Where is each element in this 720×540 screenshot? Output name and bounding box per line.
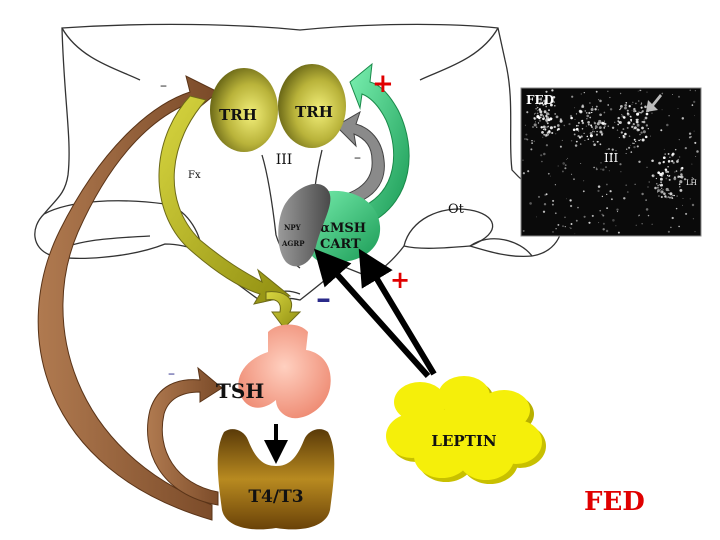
agrp-label: AGRP bbox=[281, 239, 305, 248]
micrograph-ventricle-label: III bbox=[604, 151, 618, 165]
leptin-label: LEPTIN bbox=[431, 432, 496, 450]
plus-sign-leptin: + bbox=[390, 265, 410, 294]
cart-label: CART bbox=[320, 237, 361, 252]
t4t3-tsh-feedback-arrow bbox=[147, 366, 223, 506]
minus-sign-tsh: – bbox=[168, 366, 175, 382]
t4t3-label: T4/T3 bbox=[248, 487, 303, 507]
trh-left-label: TRH bbox=[219, 106, 257, 124]
micrograph-corner-label: LH bbox=[686, 179, 697, 187]
minus-sign-inner: – bbox=[354, 150, 361, 166]
npy-agrp-cell: NPY AGRP bbox=[278, 183, 331, 267]
minus-sign-trh: – bbox=[160, 78, 167, 94]
median-eminence-arrow bbox=[265, 291, 302, 329]
trh-right-label: TRH bbox=[295, 103, 333, 121]
trh-to-pituitary-arrow bbox=[158, 95, 292, 305]
minus-sign-leptin: – bbox=[316, 281, 331, 316]
optic-tract-label: Ot bbox=[448, 202, 465, 217]
fed-caption: FED bbox=[584, 487, 645, 517]
micrograph-pointer-arrow bbox=[646, 94, 662, 112]
npy-label: NPY bbox=[284, 223, 302, 232]
leptin-to-npy-arrow bbox=[313, 248, 431, 379]
micrograph-inset: FED III LH bbox=[520, 87, 702, 237]
micrograph-fed-label: FED bbox=[526, 93, 554, 107]
t4t3-feedback-arrow bbox=[37, 75, 219, 521]
leptin-cluster: LEPTIN bbox=[386, 376, 546, 484]
plus-sign-top: + bbox=[372, 69, 394, 99]
leptin-to-amsh-arrow bbox=[358, 248, 437, 376]
pituitary-gland: TSH bbox=[216, 324, 331, 419]
third-ventricle-label: III bbox=[276, 152, 293, 168]
trh-cell-left: TRH bbox=[210, 68, 278, 152]
fornix-label: Fx bbox=[188, 170, 201, 181]
trh-cell-right: TRH bbox=[278, 64, 346, 148]
amsh-to-trh-arrow bbox=[349, 62, 410, 223]
thyroid-gland: T4/T3 bbox=[217, 429, 335, 530]
tsh-label: TSH bbox=[216, 379, 264, 403]
amsh-label: αMSH bbox=[320, 221, 366, 236]
micrograph-cells bbox=[522, 89, 699, 235]
